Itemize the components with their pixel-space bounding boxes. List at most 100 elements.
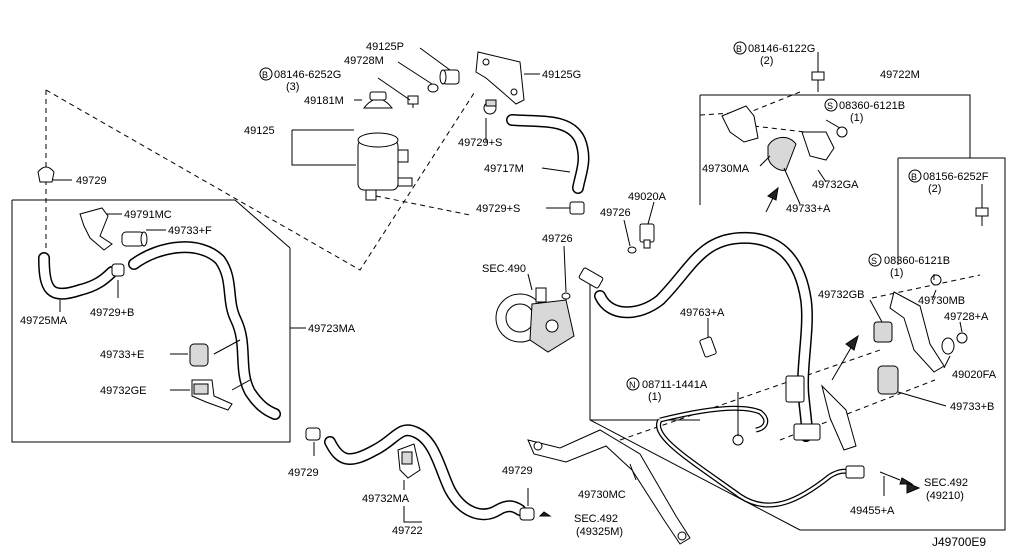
label-49723MA: 49723MA: [308, 323, 356, 335]
grommet-collar[interactable]: [427, 83, 439, 93]
label-49717M: 49717M: [484, 163, 524, 175]
reservoir-cap[interactable]: [362, 91, 394, 109]
label-49729B: 49729+B: [90, 307, 134, 319]
hose-clamp-upper[interactable]: [483, 99, 497, 115]
label-49729-top: 49729: [76, 175, 107, 187]
reservoir-bolt[interactable]: [407, 95, 419, 108]
label-49732MA: 49732MA: [362, 493, 410, 505]
label-08711-1441A: 08711-1441A: [642, 379, 708, 391]
power-steering-pump[interactable]: [495, 287, 575, 353]
label-08146-6252G-qty: (3): [286, 81, 299, 93]
return-hose[interactable]: [506, 114, 590, 194]
hose-clamp-lower[interactable]: [569, 201, 585, 215]
label-49763A: 49763+A: [680, 307, 725, 319]
grommet-49732GB[interactable]: [873, 321, 893, 343]
pressure-hose[interactable]: [578, 231, 813, 442]
label-49791MC: 49791MC: [124, 209, 172, 221]
marker-bolt-a: B: [262, 70, 268, 80]
grommet[interactable]: [439, 69, 460, 85]
label-49733B: 49733+B: [950, 401, 994, 413]
label-08146-6252G: 08146-6252G: [274, 69, 341, 81]
leader-49733E: [213, 339, 241, 355]
clip-49732MA[interactable]: [397, 443, 421, 479]
label-sec492-a-sub: (49325M): [576, 526, 623, 538]
label-49729-bottom-left: 49729: [288, 467, 319, 479]
label-49730MC: 49730MC: [578, 489, 626, 501]
marker-screw-b: S: [871, 256, 877, 266]
tube-bracket-49730MC[interactable]: [527, 429, 691, 545]
hose-49722[interactable]: [324, 424, 526, 521]
label-08146-6122G-qty: (2): [760, 55, 773, 67]
nut-08711-1441A[interactable]: [732, 434, 744, 446]
marker-bolt-b: B: [736, 44, 742, 54]
label-49726-b: 49726: [542, 233, 573, 245]
clip-49732GE[interactable]: [191, 379, 233, 411]
label-49726-a: 49726: [600, 207, 631, 219]
reservoir-bracket[interactable]: [475, 51, 525, 105]
left-subassembly-frame: [11, 199, 291, 443]
clamp-49729-left-bottom[interactable]: [305, 427, 321, 441]
label-49020A: 49020A: [628, 191, 667, 203]
bolt-49728A[interactable]: [956, 332, 968, 344]
hose-49725MA[interactable]: [38, 252, 118, 300]
steel-tube-upper[interactable]: [659, 405, 769, 433]
bolt-08146-6122G[interactable]: [811, 71, 825, 92]
label-49729S-lower: 49729+S: [476, 203, 520, 215]
o-ring-49726-b[interactable]: [561, 292, 571, 300]
label-08360-6121B-a-qty: (1): [850, 112, 863, 124]
label-49728M: 49728M: [344, 55, 384, 67]
label-49455A: 49455+A: [850, 505, 895, 517]
label-08156-6252F: 08156-6252F: [923, 171, 989, 183]
grommet-49733E[interactable]: [189, 343, 209, 367]
grommet-49733B[interactable]: [877, 365, 899, 395]
fitting-49020A[interactable]: [639, 223, 655, 249]
bracket-49791MC[interactable]: [79, 207, 113, 251]
hose-end-fitting[interactable]: [785, 375, 857, 451]
screw-08360-6121B-b[interactable]: [930, 274, 942, 286]
label-08156-6252F-qty: (2): [928, 183, 941, 195]
leader-49732GE: [231, 379, 251, 391]
grommet-49732GA[interactable]: [767, 131, 835, 171]
fitting-49020FA[interactable]: [941, 337, 955, 355]
reservoir-tank[interactable]: [357, 132, 413, 201]
tube-fitting-49455A[interactable]: [845, 465, 914, 485]
clamp-49729-right-bottom[interactable]: [519, 507, 552, 521]
bolt-08156-6252F[interactable]: [975, 207, 989, 226]
label-49733A: 49733+A: [786, 203, 831, 215]
label-sec492-b-sub: (49210): [926, 490, 964, 502]
label-49732GA: 49732GA: [812, 179, 859, 191]
label-sec490: SEC.490: [482, 263, 526, 275]
label-49730MA: 49730MA: [702, 163, 750, 175]
marker-screw-a: S: [827, 101, 833, 111]
circle-markers: [259, 41, 922, 391]
label-08711-1441A-qty: (1): [648, 391, 661, 403]
label-49125P: 49125P: [366, 41, 404, 53]
screw-08360-6121B-a[interactable]: [836, 126, 848, 138]
label-49020FA: 49020FA: [952, 369, 997, 381]
label-49125: 49125: [244, 125, 275, 137]
label-08360-6121B-b: 08360-6121B: [884, 255, 950, 267]
label-49733E: 49733+E: [100, 349, 144, 361]
o-ring-49726-a[interactable]: [627, 246, 637, 254]
diagram-code: J49700E9: [932, 535, 986, 549]
label-49732GE: 49732GE: [100, 385, 146, 397]
label-49722M: 49722M: [880, 69, 920, 81]
label-sec492-b: SEC.492: [924, 477, 968, 489]
hose-49723MA[interactable]: [128, 241, 281, 420]
hose-clamp-49730MA[interactable]: [721, 105, 759, 143]
label-sec492-a: SEC.492: [574, 513, 618, 525]
grommet-49733F[interactable]: [121, 231, 148, 247]
marker-bolt-c: B: [911, 172, 917, 182]
clamp-49729-top[interactable]: [37, 166, 55, 183]
label-49725MA: 49725MA: [20, 315, 68, 327]
label-49125G: 49125G: [542, 69, 581, 81]
leader-lines: [52, 47, 983, 523]
bracket-49730MB[interactable]: [889, 291, 945, 373]
clamp-49729B[interactable]: [111, 263, 125, 277]
steel-tube-49455A[interactable]: [656, 418, 857, 508]
label-08146-6122G: 08146-6122G: [748, 43, 815, 55]
sensor-49763A[interactable]: [699, 336, 717, 358]
marker-nut: N: [629, 380, 636, 390]
label-49728A: 49728+A: [944, 311, 989, 323]
